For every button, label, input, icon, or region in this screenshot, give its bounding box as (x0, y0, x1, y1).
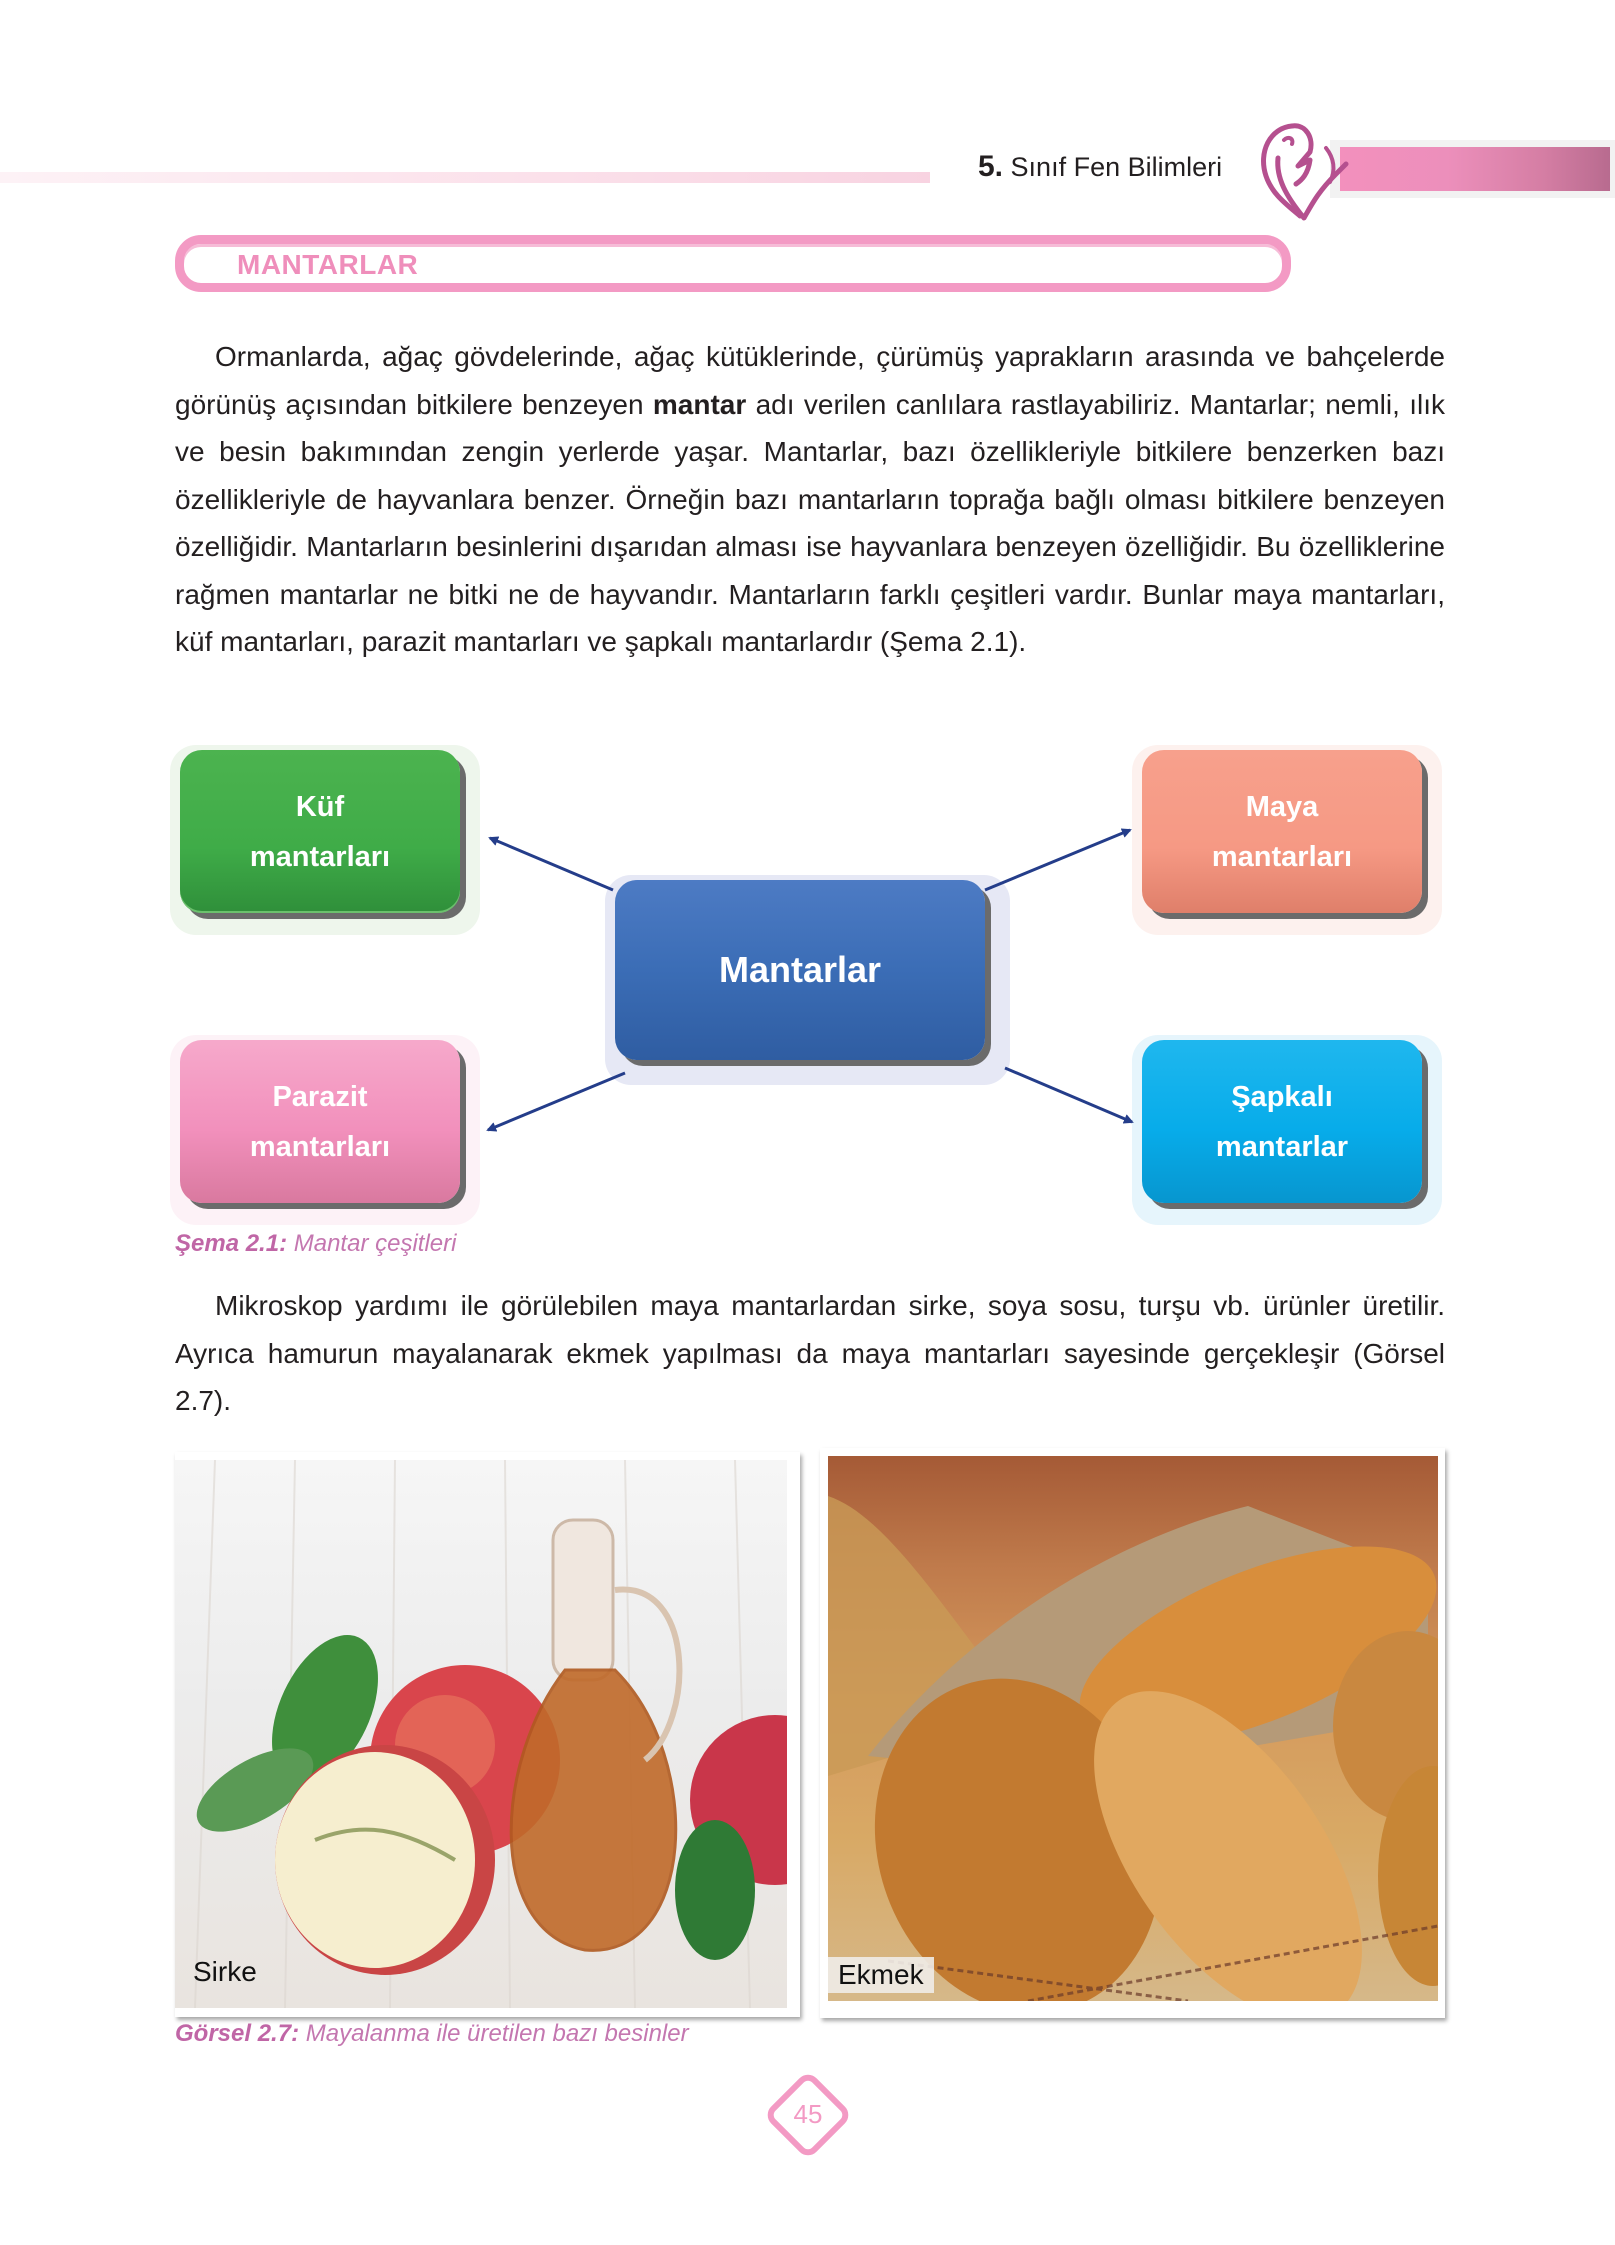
photo-label-ekmek: Ekmek (828, 1957, 934, 1993)
caption-text: Mayalanma ile üretilen bazı besinler (299, 2020, 689, 2047)
node-label: Maya (1245, 790, 1319, 823)
caption-label: Şema 2.1: (175, 1230, 288, 1257)
subject-name: Sınıf Fen Bilimleri (1010, 152, 1223, 182)
node-label: mantarları (249, 840, 391, 873)
section-title: MANTARLAR (237, 249, 419, 280)
yeast-paragraph: Mikroskop yardımı ile görülebilen maya m… (175, 1282, 1445, 1425)
node-label: Parazit (272, 1080, 368, 1113)
bread-illustration (828, 1496, 1438, 2001)
node-label: mantarlar (1215, 1130, 1349, 1163)
paragraph-text: adı verilen canlılara rastlayabiliriz. M… (175, 388, 1445, 658)
node-label: Küf (295, 790, 345, 823)
bread-photo: Ekmek (828, 1456, 1438, 2001)
book-title: 5. Sınıf Fen Bilimleri (978, 150, 1222, 184)
paragraph-text: Mikroskop yardımı ile görülebilen maya m… (175, 1290, 1445, 1416)
diagram-node-kuf-mantarlari: Küf mantarları (180, 750, 460, 913)
intro-paragraph: Ormanlarda, ağaç gövdelerinde, ağaç kütü… (175, 333, 1445, 666)
arrow-to-maya (984, 828, 1132, 892)
caption-text: Mantar çeşitleri (287, 1230, 457, 1257)
vinegar-photo: Sirke (175, 1460, 787, 2008)
header-decorative-strip (0, 172, 930, 183)
grade-number: 5. (978, 150, 1004, 183)
diagram-caption: Şema 2.1: Mantar çeşitleri (175, 1230, 456, 1258)
arrow-to-sapkali (1004, 1066, 1134, 1124)
node-label: Mantarlar (718, 949, 882, 990)
node-label: Şapkalı (1231, 1080, 1333, 1113)
arrow-to-kuf (488, 836, 614, 892)
photo-bread-frame: Ekmek (820, 1448, 1445, 2018)
diagram-node-sapkali-mantarlar: Şapkalı mantarlar (1142, 1040, 1422, 1203)
bold-term-mantar: mantar (652, 388, 747, 420)
figure-caption: Görsel 2.7: Mayalanma ile üretilen bazı … (175, 2020, 689, 2048)
caption-label: Görsel 2.7: (175, 2020, 300, 2047)
diagram-node-maya-mantarlari: Maya mantarları (1142, 750, 1422, 913)
node-label: mantarları (1211, 840, 1353, 873)
diagram-node-parazit-mantarlari: Parazit mantarları (180, 1040, 460, 1203)
paragraph-text: Ormanlarda, ağaç gövdelerinde, ağaç kütü… (175, 341, 1445, 420)
vinegar-illustration (194, 1460, 787, 2008)
section-title-box (175, 235, 1291, 292)
page-number-badge: 45 (758, 2065, 858, 2165)
photo-vinegar-frame: Sirke (175, 1452, 800, 2017)
header-pink-bar (1340, 147, 1610, 191)
bird-heart-logo-icon (1261, 123, 1349, 221)
arrow-to-parazit (486, 1071, 626, 1132)
diagram-node-mantarlar: Mantarlar (615, 880, 985, 1060)
node-label: mantarları (249, 1130, 391, 1163)
photo-label-sirke: Sirke (193, 1956, 257, 1987)
page-number: 45 (793, 2099, 823, 2129)
